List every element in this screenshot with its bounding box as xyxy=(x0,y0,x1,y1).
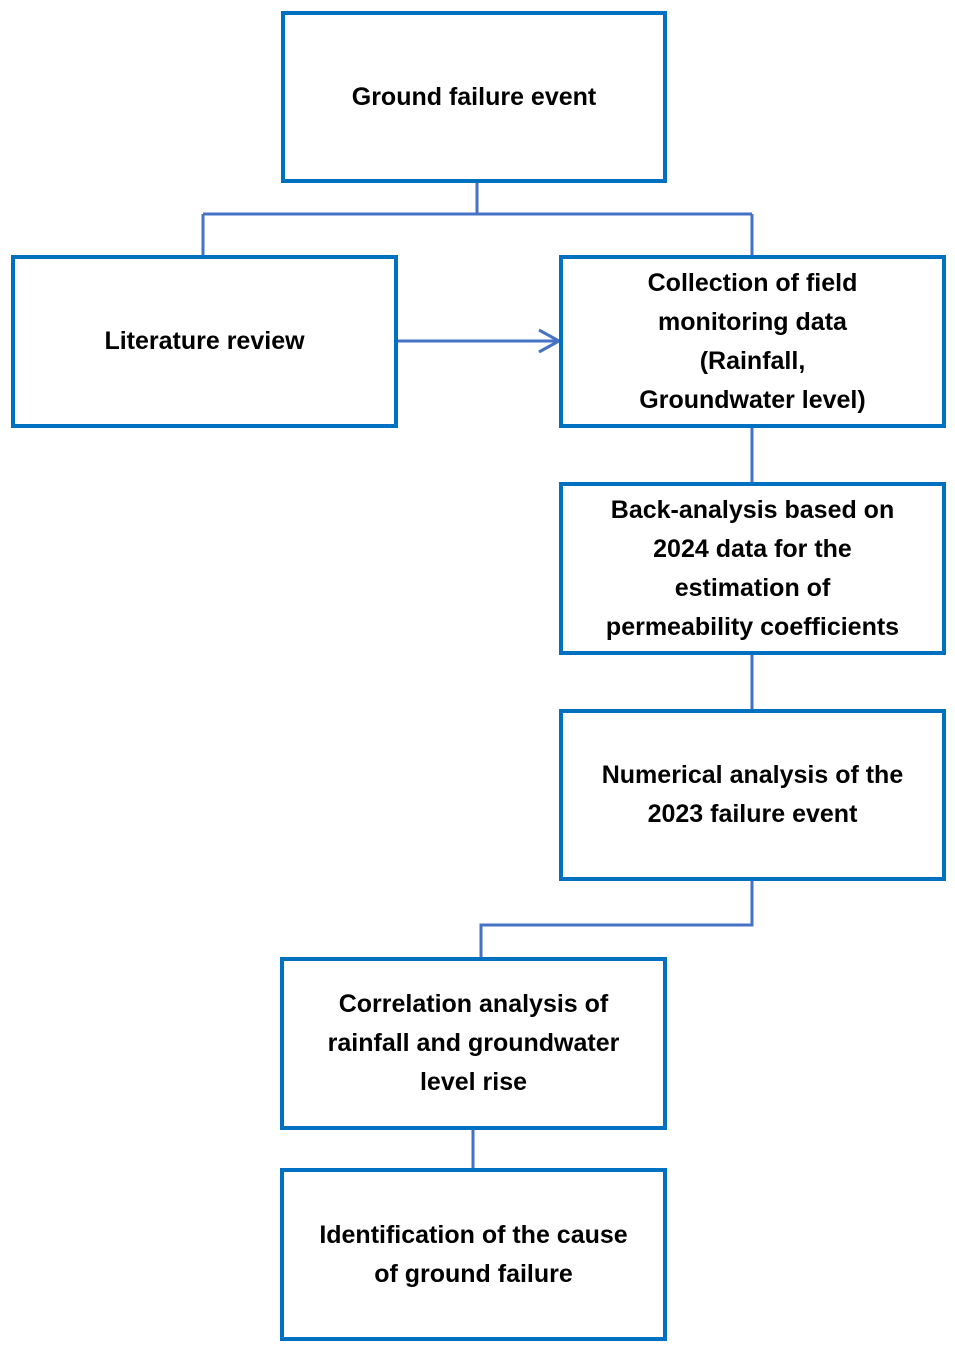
node-label: Literature review xyxy=(104,327,305,355)
node-collection-field-data: Collection of field monitoring data (Rai… xyxy=(559,255,946,428)
node-label: Collection of field monitoring data (Rai… xyxy=(639,268,866,414)
node-label: Identification of the cause of ground fa… xyxy=(319,1220,628,1288)
node-back-analysis: Back-analysis based on 2024 data for the… xyxy=(559,482,946,655)
node-identification-cause: Identification of the cause of ground fa… xyxy=(280,1168,667,1341)
connector-numerical-to-correlation xyxy=(479,879,754,960)
node-label: Correlation analysis of rainfall and gro… xyxy=(327,990,620,1096)
node-ground-failure-event: Ground failure event xyxy=(281,11,667,183)
node-label: Numerical analysis of the 2023 failure e… xyxy=(601,761,904,828)
node-label: Back-analysis based on 2024 data for the… xyxy=(605,495,900,641)
node-numerical-analysis: Numerical analysis of the 2023 failure e… xyxy=(559,709,946,881)
node-label: Ground failure event xyxy=(351,82,597,111)
node-literature-review: Literature review xyxy=(11,255,398,428)
node-correlation-analysis: Correlation analysis of rainfall and gro… xyxy=(280,957,667,1130)
